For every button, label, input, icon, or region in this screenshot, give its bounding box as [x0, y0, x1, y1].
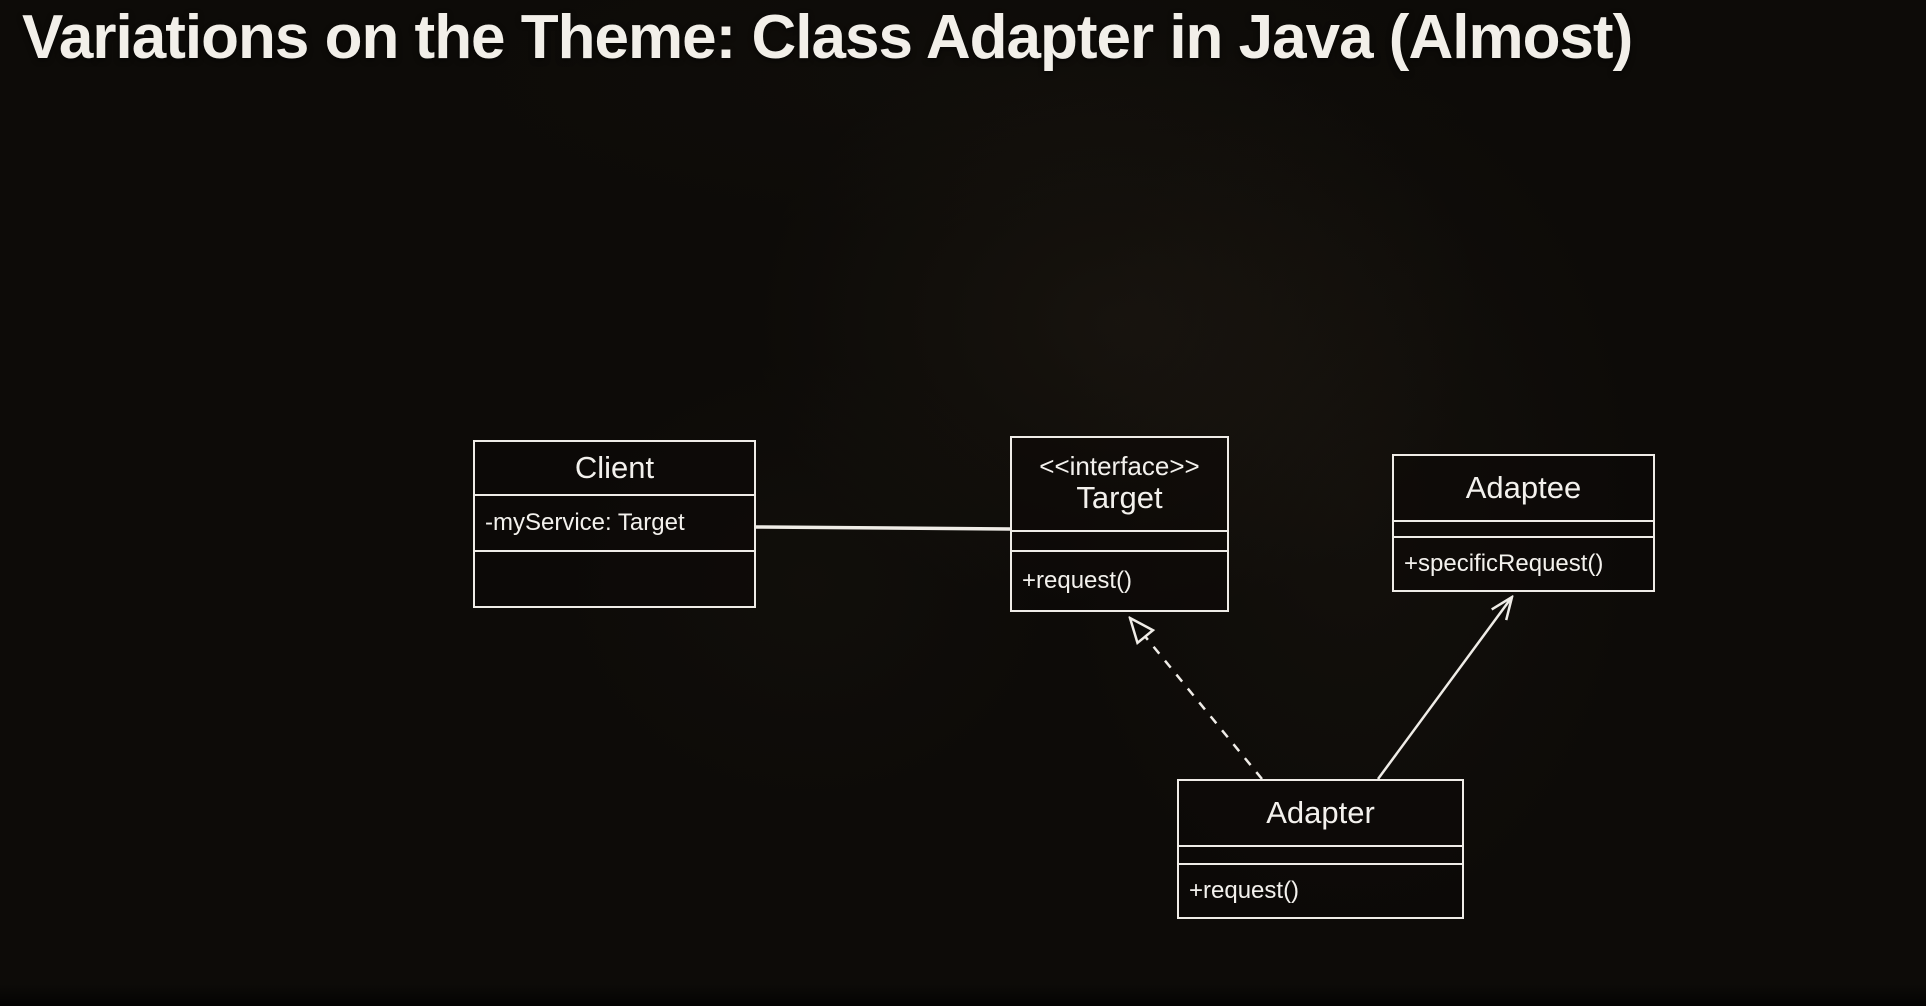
- association-line-client-target: [755, 525, 1011, 531]
- adapter-methods-section: +request(): [1179, 863, 1462, 917]
- target-methods-section: +request(): [1012, 550, 1227, 610]
- slide-title: Variations on the Theme: Class Adapter i…: [22, 3, 1633, 72]
- class-box-adaptee: Adaptee +specificRequest(): [1392, 454, 1655, 592]
- adaptee-header: Adaptee: [1394, 456, 1653, 520]
- adapter-attributes-section: [1179, 845, 1462, 863]
- target-stereotype: <<interface>>: [1039, 450, 1200, 481]
- adaptee-class-name: Adaptee: [1465, 470, 1582, 506]
- target-header: <<interface>> Target: [1012, 438, 1227, 530]
- target-class-name: Target: [1076, 480, 1163, 516]
- client-class-name: Client: [574, 450, 655, 486]
- class-box-client: Client -myService: Target: [473, 440, 756, 608]
- class-box-target: <<interface>> Target +request(): [1010, 436, 1229, 612]
- adapter-class-name: Adapter: [1266, 795, 1375, 831]
- target-attributes-section: [1012, 530, 1227, 550]
- client-attribute: -myService: Target: [485, 509, 685, 536]
- adaptee-attributes-section: [1394, 520, 1653, 536]
- realization-arrow-adapter-target: [1130, 618, 1263, 780]
- client-attributes-section: -myService: Target: [475, 494, 754, 550]
- adapter-header: Adapter: [1179, 781, 1462, 845]
- adapter-method: +request(): [1189, 877, 1300, 904]
- generalization-arrow-adapter-adaptee: [1376, 597, 1512, 780]
- target-method: +request(): [1022, 567, 1133, 594]
- client-methods-section: [475, 550, 754, 606]
- class-box-adapter: Adapter +request(): [1177, 779, 1464, 919]
- adaptee-method: +specificRequest(): [1404, 550, 1604, 577]
- client-header: Client: [475, 442, 754, 494]
- adaptee-methods-section: +specificRequest(): [1394, 536, 1653, 590]
